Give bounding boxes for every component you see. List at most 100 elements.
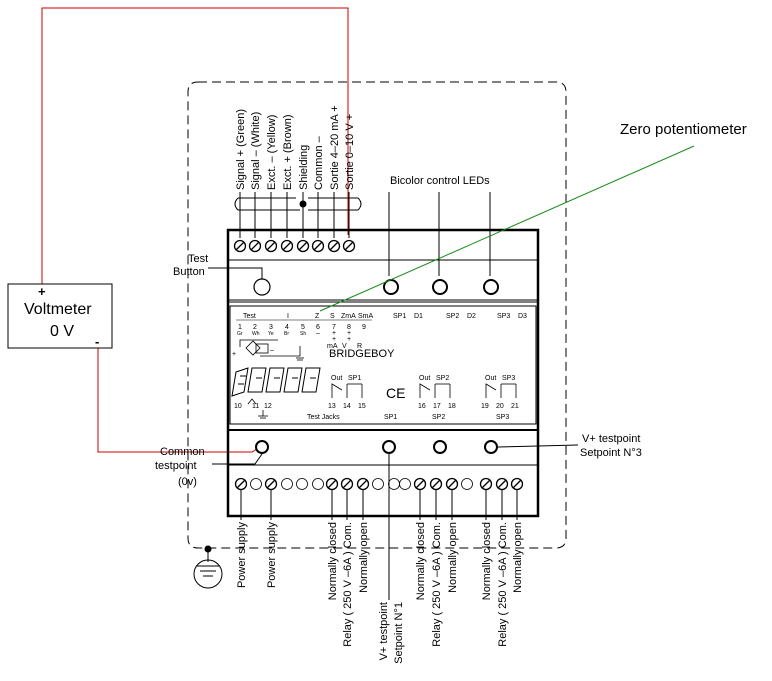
voltmeter-minus: -	[95, 334, 99, 349]
bottom-terminal-screw	[264, 477, 278, 491]
voltmeter-box	[7, 283, 113, 349]
bottom-terminal-blank	[296, 478, 308, 490]
panel-pin-number: 4	[285, 324, 289, 331]
relay3-nc-label: Normally closed	[481, 522, 493, 600]
relay-out-label: Out	[485, 375, 496, 382]
test-button[interactable]	[253, 278, 271, 296]
panel-hdr-sma: SmA	[358, 313, 374, 320]
bottom-terminal-screw	[445, 477, 459, 491]
panel-pin-color: Gr	[237, 331, 243, 337]
bottom-terminal-screw	[340, 477, 354, 491]
top-terminal-screw	[233, 239, 247, 253]
panel-pin-number: 7	[332, 324, 336, 331]
panel-pin-number: 3	[269, 324, 273, 331]
panel-pin-number: 20	[496, 403, 504, 410]
bottom-terminal-screw	[234, 477, 248, 491]
panel-pin-number: 1	[238, 324, 242, 331]
panel-pin-number: 21	[511, 403, 519, 410]
bicolor-leds-leaders	[388, 192, 491, 276]
panel-pin-sign: +	[332, 336, 336, 343]
bottom-terminal-blank	[312, 478, 324, 490]
panel-pin-color: Br	[284, 331, 289, 337]
sensor-plus: +	[232, 351, 236, 358]
relay-out-label: Out	[331, 375, 342, 382]
bottom-terminal-screw	[325, 477, 339, 491]
top-terminal-labels: Signal + (Green)Signal – (White) Exct. – …	[235, 105, 356, 238]
panel-hdr-test: Test	[243, 313, 256, 320]
voltmeter-reading: 0 V	[50, 323, 74, 340]
panel-sp1-footer: SP1	[384, 414, 397, 421]
top-terminal-screw	[327, 239, 341, 253]
relay-sp-label: SP2	[436, 375, 449, 382]
panel-hdr-d2: D2	[467, 313, 476, 320]
earth-ground-symbol	[193, 545, 223, 589]
bottom-terminal-blank	[250, 478, 262, 490]
panel-pin-number: 16	[418, 403, 426, 410]
common-testpoint[interactable]	[255, 440, 269, 454]
panel-pin-sign: –	[316, 330, 320, 337]
bottom-terminal-blank	[388, 478, 400, 490]
panel-hdr-s: S	[330, 313, 335, 320]
sensor-minus: –	[270, 347, 274, 354]
sp3-testpoint[interactable]	[484, 440, 498, 454]
sp3-tp-label-2: Setpoint N°3	[580, 447, 642, 459]
sensor-symbol	[239, 339, 304, 361]
red-wire-minus	[97, 348, 263, 453]
test-button-leader	[208, 267, 263, 279]
zero-pot-leader	[319, 145, 695, 312]
top-terminal-label: Shielding	[298, 145, 310, 190]
top-terminal-screw	[311, 239, 325, 253]
voltmeter-title: Voltmeter	[24, 301, 92, 318]
common-tp-label-1: Common	[160, 446, 205, 458]
sp2-testpoint[interactable]	[433, 440, 447, 454]
panel-pin-unit: mA	[327, 343, 338, 350]
voltmeter-plus: +	[38, 284, 46, 299]
panel-hdr-sp3: SP3	[497, 313, 510, 320]
top-terminal-screw	[264, 239, 278, 253]
ce-mark: CE	[386, 385, 405, 401]
panel-pin-number: 8	[347, 324, 351, 331]
bottom-terminal-screw	[510, 477, 524, 491]
panel-pin-unit: R	[357, 343, 362, 350]
panel-brand: BRIDGEBOY	[329, 348, 395, 360]
top-terminal-label: Exct. – (Yellow)	[266, 115, 278, 190]
sp3-tp-label-1: V+ testpoint	[582, 433, 640, 445]
test-symbol	[247, 398, 257, 405]
sp3-tp-leader	[497, 444, 579, 448]
panel-hdr-d3: D3	[518, 313, 527, 320]
panel-pin-sign: +	[332, 330, 336, 337]
bottom-terminal-blank	[399, 478, 411, 490]
top-terminal-strip	[233, 239, 356, 253]
top-terminal-label: Sortie 0–10 V +	[344, 114, 356, 190]
top-terminal-screw	[296, 239, 310, 253]
top-label-bracket	[234, 197, 362, 211]
relay-symbol	[485, 383, 517, 398]
top-terminal-screw	[280, 239, 294, 253]
led-3	[483, 279, 499, 295]
panel-pin-sign: +	[347, 336, 351, 343]
relay-out-label: Out	[419, 375, 430, 382]
top-terminal-label: Signal – (White)	[250, 112, 262, 190]
test-button-label-1: Test	[188, 253, 208, 265]
led-2	[432, 279, 448, 295]
top-terminal-label: Sortie 4–20 mA +	[329, 105, 341, 190]
panel-sp2-footer: SP2	[432, 414, 445, 421]
panel-pin-sign: +	[347, 330, 351, 337]
top-terminal-label: Signal + (Green)	[235, 109, 247, 190]
panel-pin-number: 18	[448, 403, 456, 410]
panel-pin-number: 13	[328, 403, 336, 410]
panel-pin-number: 15	[358, 403, 366, 410]
panel-hdr-d1: D1	[414, 313, 423, 320]
panel-sp3-footer: SP3	[496, 414, 509, 421]
common-tp-leader	[212, 453, 263, 465]
panel-pin-number: 5	[301, 324, 305, 331]
common-tp-label-3: (0v)	[178, 476, 197, 488]
sp1-tp-label: Setpoint N°1	[393, 602, 405, 664]
device-body	[226, 228, 540, 518]
panel-ground-symbol	[258, 410, 268, 419]
bottom-terminal-screw	[479, 477, 493, 491]
relay1-com-label: Relay ( 250 V –6A ) Com.	[342, 522, 354, 647]
sp1-testpoint[interactable]	[382, 440, 396, 454]
enclosure-dashed-outline	[187, 81, 567, 549]
panel-pin-number: 19	[481, 403, 489, 410]
